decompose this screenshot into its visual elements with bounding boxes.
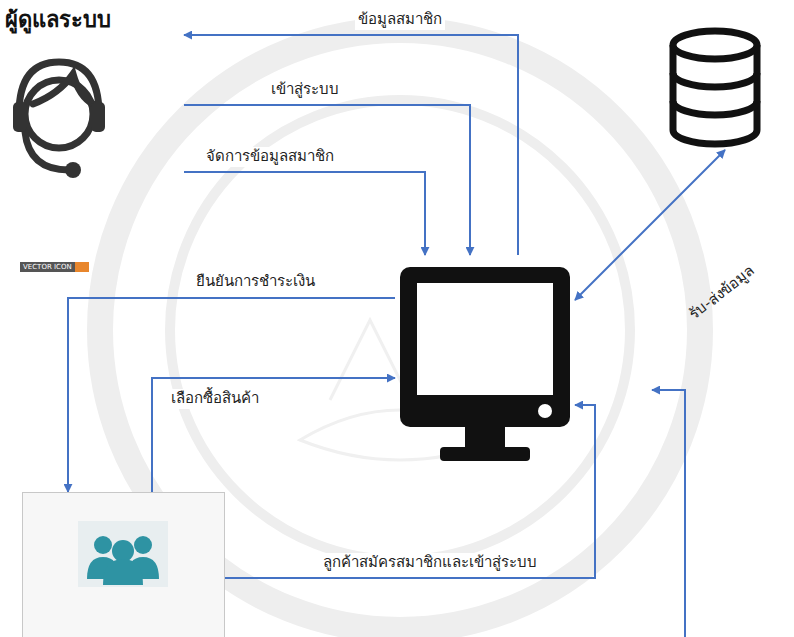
admin-actor: ผู้ดูแลระบบ: [5, 2, 184, 194]
flow-arrow: [184, 35, 518, 255]
flow-arrow: [225, 405, 595, 578]
computer-icon: [395, 255, 575, 470]
database: [665, 25, 765, 150]
loose-arrow: [652, 390, 685, 637]
flow-arrow: [575, 150, 725, 300]
edge-label: ข้อมูลสมาชิก: [355, 10, 445, 30]
customer-group: [22, 492, 225, 637]
flow-arrow: [184, 172, 425, 255]
flow-arrow: [68, 298, 395, 492]
edge-label: เข้าสู่ระบบ: [268, 80, 342, 100]
flow-arrow: [152, 378, 395, 492]
edge-label: จัดการข้อมูลสมาชิก: [203, 147, 337, 167]
admin-icon: [7, 52, 117, 182]
edge-label: ลูกค้าสมัครสมาชิกและเข้าสู่ระบบ: [320, 553, 540, 573]
actor-title: ผู้ดูแลระบบ: [5, 2, 184, 37]
edge-label: เลือกซื้อสินค้า: [168, 389, 262, 409]
watermark-badge: VECTOR ICON: [20, 262, 89, 272]
computer-system: [395, 255, 575, 470]
database-icon: [665, 25, 765, 150]
flow-arrow: [184, 105, 470, 255]
edge-label: ยืนยันการชำระเงิน: [193, 272, 318, 292]
customer-icon: [23, 493, 226, 637]
